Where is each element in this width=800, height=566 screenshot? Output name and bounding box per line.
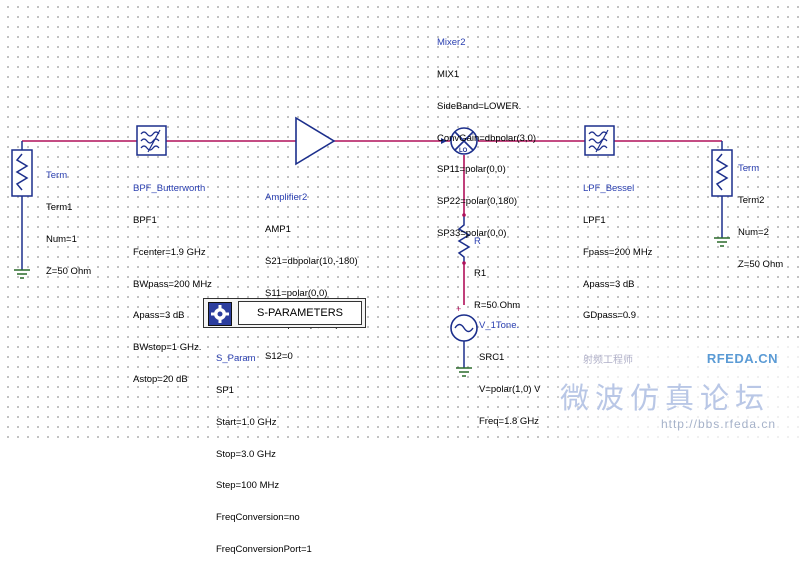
sparam-title: S-PARAMETERS (238, 301, 362, 325)
mixer-name: Mixer2 (437, 37, 466, 49)
sparam-param: FreqConversion=no (216, 512, 300, 524)
res-param: R=50 Ohm (474, 299, 521, 311)
res-name: R (474, 236, 481, 248)
term1-param: Z=50 Ohm (46, 265, 92, 277)
amp-inst: AMP1 (265, 223, 291, 235)
term2-label: Term Term2 Num=2 Z=50 Ohm (738, 143, 783, 281)
bpf-param: Fcenter=1.9 GHz (133, 246, 206, 258)
resistor-symbol[interactable] (457, 213, 471, 265)
sparam-controller[interactable]: S-PARAMETERS (203, 298, 366, 328)
amp-name: Amplifier2 (265, 192, 308, 204)
sparam-inst: SP1 (216, 384, 234, 396)
bpf-label: BPF_Butterworth BPF1 Fcenter=1.9 GHz BWp… (133, 163, 212, 396)
src-inst: SRC1 (479, 351, 505, 363)
term1-inst: Term1 (46, 201, 73, 213)
term1-name: Term (46, 170, 68, 182)
term2-param: Z=50 Ohm (738, 258, 784, 270)
bpf-name: BPF_Butterworth (133, 183, 206, 195)
src-param: Freq=1.8 GHz (479, 415, 539, 427)
bpf-param: BWpass=200 MHz (133, 278, 212, 290)
mixer-param: SP22=polar(0,180) (437, 196, 518, 208)
term2-symbol[interactable] (711, 141, 733, 247)
term1-label: Term Term1 Num=1 Z=50 Ohm (46, 150, 91, 288)
term2-param: Num=2 (738, 226, 769, 238)
lpf-name: LPF_Bessel (583, 183, 635, 195)
src-name: V_1Tone. (479, 320, 520, 332)
lpf-param: GDpass=0.9 (583, 310, 637, 322)
watermark-url: http://bbs.rfeda.cn (660, 417, 776, 431)
sparam-name: S_Param (216, 353, 256, 365)
bpf-param: BWstop=1 GHz. (133, 342, 202, 354)
src-label: V_1Tone. SRC1 V=polar(1,0) V Freq=1.8 GH… (479, 300, 541, 438)
term2-inst: Term2 (738, 194, 765, 206)
lpf-param: Apass=3 dB (583, 278, 635, 290)
src-param: V=polar(1,0) V (479, 383, 541, 395)
mixer-param: SideBand=LOWER. (437, 100, 522, 112)
source-symbol[interactable]: + (450, 304, 478, 377)
sparam-label: S_Param SP1 Start=1.0 GHz Stop=3.0 GHz S… (216, 333, 312, 566)
sparam-param: Stop=3.0 GHz (216, 448, 276, 460)
term1-param: Num=1 (46, 233, 77, 245)
bpf-inst: BPF1 (133, 214, 157, 226)
lpf-symbol[interactable] (584, 125, 615, 156)
watermark-site: RFEDA.CN (706, 351, 778, 366)
simulation-gear-icon (208, 302, 232, 326)
mixer-lo-label: LO (459, 148, 468, 154)
mixer-symbol[interactable] (441, 127, 478, 155)
mixer-inst: MIX1 (437, 68, 460, 80)
term1-symbol[interactable] (11, 141, 33, 279)
schematic-canvas[interactable]: + LO Term Term1 Num=1 Z=50 Ohm BPF_Butte… (0, 0, 800, 554)
sparam-param: Start=1.0 GHz (216, 416, 277, 428)
term2-name: Term (738, 163, 760, 175)
lpf-label: LPF_Bessel LPF1 Fpass=200 MHz Apass=3 dB… (583, 163, 652, 333)
watermark: 射频工程师 RFEDA.CN 微波仿真论坛 http://bbs.rfeda.c… (535, 345, 800, 439)
res-label: R R1 R=50 Ohm (474, 216, 520, 322)
mixer-label: Mixer2 MIX1 SideBand=LOWER. ConvGain=dbp… (437, 17, 536, 250)
bpf-param: Astop=20 dB (133, 373, 188, 385)
mixer-param: ConvGain=dbpolar(3,0) (437, 132, 537, 144)
bpf-symbol[interactable] (136, 125, 167, 156)
watermark-logo-text: 射频工程师 (583, 355, 633, 366)
amp-param: S11=polar(0,0) (265, 287, 328, 299)
res-inst: R1 (474, 267, 487, 279)
svg-text:+: + (456, 304, 461, 314)
mixer-param: SP33=polar(0,0) (437, 227, 507, 239)
schematic-wires: + (11, 116, 733, 377)
lpf-param: Fpass=200 MHz (583, 246, 653, 258)
watermark-chinese: 微波仿真论坛 (560, 381, 771, 415)
sparam-param: FreqConversionPort=1 (216, 543, 312, 555)
bpf-param: Apass=3 dB (133, 310, 185, 322)
amplifier-symbol[interactable] (295, 116, 336, 166)
amp-param: S12=0 (265, 351, 293, 363)
lpf-inst: LPF1 (583, 214, 606, 226)
mixer-param: SP11=polar(0,0) (437, 164, 506, 176)
sparam-param: Step=100 MHz (216, 480, 280, 492)
amp-param: S21=dbpolar(10,-180) (265, 255, 358, 267)
